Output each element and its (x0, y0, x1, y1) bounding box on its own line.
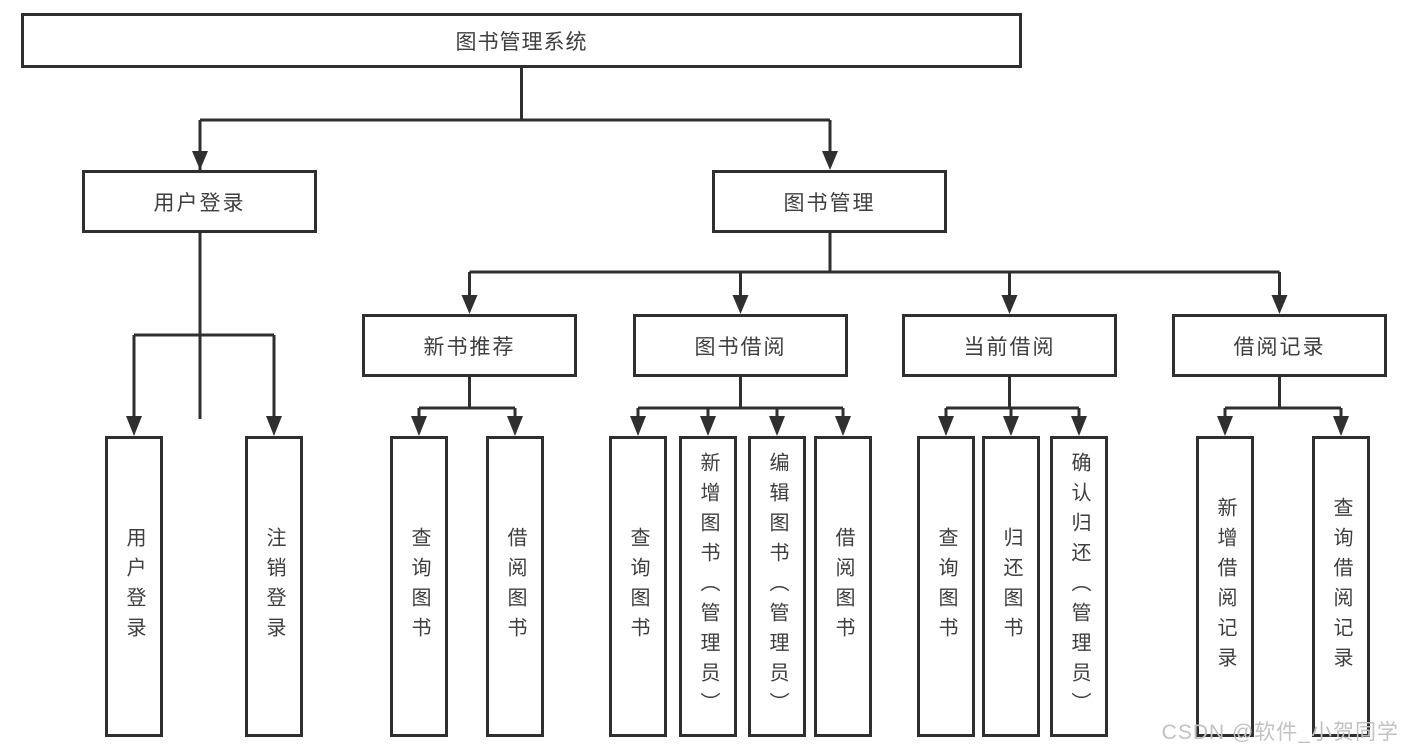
csdn-watermark: CSDN @软件_小贺同学 (1161, 721, 1399, 744)
node-new-book-recommend: 新书推荐 (362, 314, 577, 377)
edge-bookmgmt-to-level3 (468, 233, 1281, 297)
leaf-query-books-current: 查询图书 (917, 436, 975, 737)
leaf-borrow-books-recommend: 借阅图书 (486, 436, 544, 737)
edge-current-to-leaves (944, 377, 1081, 417)
leaf-query-books-borrow: 查询图书 (609, 436, 667, 737)
node-book-management: 图书管理 (712, 170, 947, 233)
edge-records-to-leaves (1223, 377, 1343, 417)
leaf-user-login: 用户登录 (105, 436, 163, 737)
leaf-logout: 注销登录 (245, 436, 303, 737)
leaf-query-books-recommend: 查询图书 (390, 436, 448, 737)
leaf-add-borrow-record: 新增借阅记录 (1196, 436, 1254, 737)
leaf-query-borrow-record: 查询借阅记录 (1312, 436, 1370, 737)
edge-userlogin-to-leaves (132, 233, 276, 417)
edge-recommend-to-leaves (417, 377, 517, 417)
node-borrow-records: 借阅记录 (1172, 314, 1387, 377)
leaf-return-book: 归还图书 (982, 436, 1040, 737)
leaf-confirm-return-admin: 确认归还（管理员） (1050, 436, 1108, 737)
leaf-edit-book-admin: 编辑图书（管理员） (748, 436, 806, 737)
node-user-login: 用户登录 (82, 170, 317, 233)
node-book-borrow: 图书借阅 (633, 314, 848, 377)
node-current-borrow: 当前借阅 (902, 314, 1117, 377)
leaf-borrow-books-borrow: 借阅图书 (814, 436, 872, 737)
node-root: 图书管理系统 (21, 13, 1022, 68)
edge-borrow-to-leaves (636, 377, 845, 417)
leaf-add-book-admin: 新增图书（管理员） (679, 436, 737, 737)
